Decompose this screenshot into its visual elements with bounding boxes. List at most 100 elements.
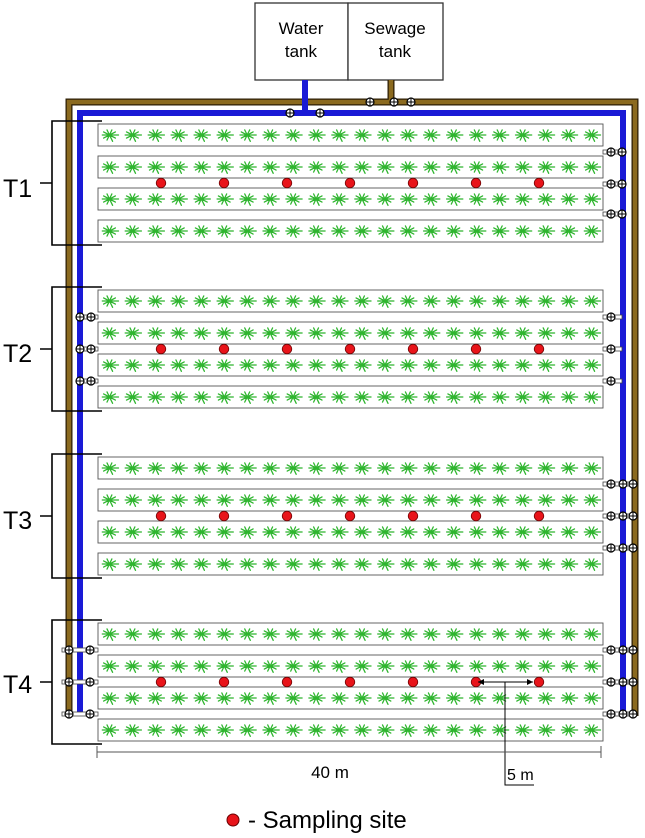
plant [468, 724, 487, 737]
plant [216, 724, 234, 737]
plant [124, 558, 143, 571]
plant [377, 494, 395, 507]
sampling-site [407, 510, 419, 522]
plant [331, 161, 349, 174]
spacing-label: 5 m [507, 767, 534, 784]
plant [216, 660, 234, 673]
sampling-site [155, 177, 167, 189]
spacing-arrow-head-right [527, 679, 533, 685]
plant [170, 327, 188, 340]
plant [537, 225, 556, 238]
plant [216, 494, 234, 507]
water-tank-label-line2: tank [285, 42, 318, 61]
plant [491, 161, 510, 174]
valve-icon-cross [607, 210, 615, 218]
plant [354, 462, 372, 475]
plant [193, 724, 211, 737]
valve-icon-cross [76, 377, 84, 385]
plant [308, 295, 326, 308]
plant [308, 327, 326, 340]
plant [491, 359, 510, 372]
plant [537, 295, 556, 308]
plant [422, 724, 441, 737]
plant [445, 161, 464, 174]
plant [583, 660, 602, 673]
plant [560, 359, 579, 372]
plant [216, 295, 234, 308]
plant [308, 628, 326, 641]
water-tank-box [254, 2, 349, 81]
plant [239, 462, 257, 475]
plant [147, 462, 166, 475]
plant [422, 129, 441, 142]
plant [285, 391, 303, 404]
plant [445, 660, 464, 673]
plant [331, 327, 349, 340]
plant [170, 129, 188, 142]
plant [285, 462, 303, 475]
plant [468, 391, 487, 404]
plant [400, 494, 418, 507]
plant [468, 295, 487, 308]
plant [491, 225, 510, 238]
width-dimension: 40 m [96, 746, 602, 782]
plant [583, 327, 602, 340]
sampling-site [218, 510, 230, 522]
plant [468, 129, 487, 142]
bed [97, 385, 604, 409]
valve-icon-cross [629, 646, 637, 654]
plant [308, 526, 326, 539]
valve-icon-cross [629, 710, 637, 718]
plant [583, 628, 602, 641]
plant [377, 225, 395, 238]
plant [308, 558, 326, 571]
sampling-site [155, 676, 167, 688]
plant [354, 628, 372, 641]
plant [170, 295, 188, 308]
valve-icon-cross [390, 98, 398, 106]
plant [170, 494, 188, 507]
plant [354, 526, 372, 539]
plant [422, 161, 441, 174]
plant [262, 225, 280, 238]
plant [445, 494, 464, 507]
plant [583, 225, 602, 238]
plant [170, 193, 188, 206]
plant [308, 193, 326, 206]
plant [331, 129, 349, 142]
plant [514, 225, 533, 238]
valve-icon-cross [618, 210, 626, 218]
plant [124, 526, 143, 539]
plant [560, 494, 579, 507]
legend: - Sampling site [226, 807, 407, 834]
plant [583, 692, 602, 705]
plant [468, 359, 487, 372]
plant [422, 193, 441, 206]
valve-icon-cross [607, 345, 615, 353]
plant [285, 660, 303, 673]
valve-icon-cross [619, 480, 627, 488]
valve-icon-cross [86, 710, 94, 718]
plant [491, 692, 510, 705]
plant [170, 225, 188, 238]
plant [262, 628, 280, 641]
plant [193, 225, 211, 238]
sampling-site [281, 510, 293, 522]
plant [308, 724, 326, 737]
plant [216, 692, 234, 705]
plant [285, 526, 303, 539]
plant [491, 628, 510, 641]
plant [239, 359, 257, 372]
plant [193, 494, 211, 507]
plant [101, 161, 120, 174]
plant [262, 161, 280, 174]
plant [377, 359, 395, 372]
plant [445, 724, 464, 737]
plant [354, 494, 372, 507]
plant [354, 558, 372, 571]
plant [468, 558, 487, 571]
valve-icon-cross [607, 544, 615, 552]
plant [285, 161, 303, 174]
plant [124, 660, 143, 673]
